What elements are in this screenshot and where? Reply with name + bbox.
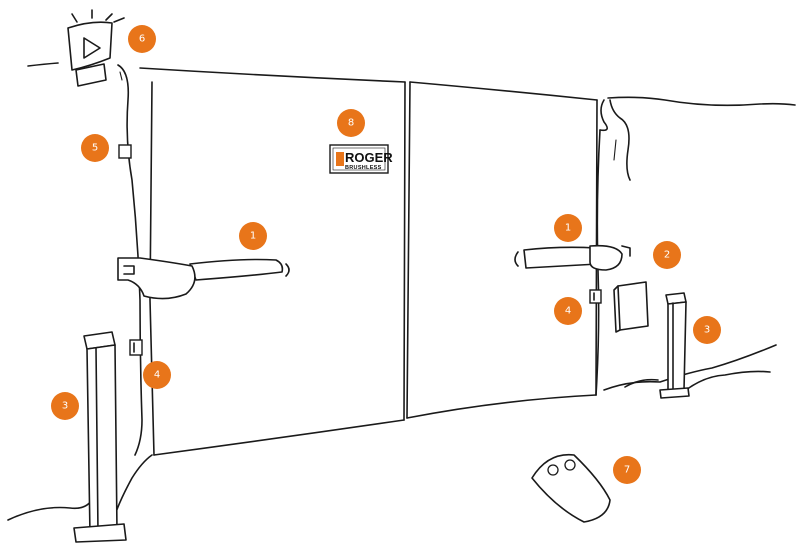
badge-3-left: 3 xyxy=(51,392,79,420)
logo-mark xyxy=(336,152,344,166)
badge-8: 8 xyxy=(337,109,365,137)
svg-text:7: 7 xyxy=(624,465,630,476)
remote-button-1 xyxy=(547,464,559,476)
photocell-column-left xyxy=(73,331,127,543)
svg-text:2: 2 xyxy=(664,250,670,261)
flashing-light xyxy=(67,9,125,87)
gate-leaf-left xyxy=(139,67,406,456)
svg-text:6: 6 xyxy=(139,34,145,45)
badge-5: 5 xyxy=(81,134,109,162)
svg-text:5: 5 xyxy=(92,143,98,154)
badge-6: 6 xyxy=(128,25,156,53)
svg-text:1: 1 xyxy=(565,223,571,234)
svg-text:4: 4 xyxy=(154,370,160,381)
svg-text:3: 3 xyxy=(62,401,68,412)
svg-text:3: 3 xyxy=(704,325,710,336)
logo-tagline: BRUSHLESS xyxy=(345,165,382,171)
operator-motor-left xyxy=(117,257,290,300)
badge-1-left: 1 xyxy=(239,222,267,250)
remote-button-2 xyxy=(564,459,576,471)
badge-1-right: 1 xyxy=(554,214,582,242)
wall-left xyxy=(27,62,143,456)
badge-4-right: 4 xyxy=(554,297,582,325)
operator-motor-right xyxy=(514,244,631,271)
ground xyxy=(7,344,777,521)
control-unit xyxy=(613,281,649,333)
svg-text:4: 4 xyxy=(565,306,571,317)
badge-2: 2 xyxy=(653,241,681,269)
photocell-right xyxy=(589,289,602,304)
logo-brand: ROGER xyxy=(345,150,393,165)
remote-control xyxy=(531,453,611,523)
photocell-column-right xyxy=(659,292,690,399)
badge-7: 7 xyxy=(613,456,641,484)
key-selector xyxy=(118,144,132,159)
svg-text:1: 1 xyxy=(250,231,256,242)
warning-sign: ROGER BRUSHLESS xyxy=(329,144,393,174)
svg-text:8: 8 xyxy=(348,118,354,129)
badge-3-right: 3 xyxy=(693,316,721,344)
photocell-left xyxy=(129,339,143,356)
badge-4-left: 4 xyxy=(143,361,171,389)
